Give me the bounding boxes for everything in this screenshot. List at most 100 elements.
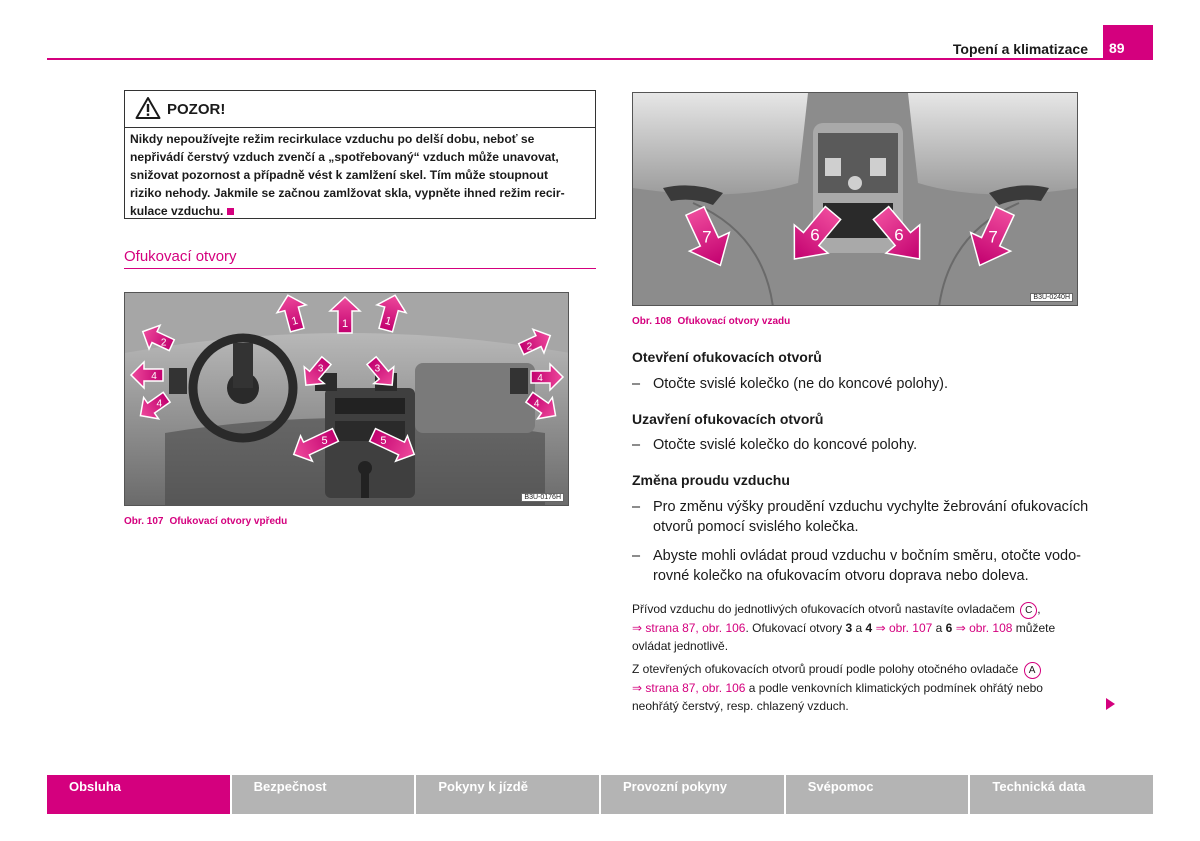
rear-vent-arrow-6-right: 6 [872, 205, 921, 260]
vent-arrow-4-left-a: 4 [129, 360, 164, 390]
warning-title: POZOR! [167, 100, 226, 118]
tab-provozni-pokyny[interactable]: Provozní pokyny [601, 775, 784, 814]
rear-vent-arrow-7-left: 7 [684, 205, 731, 267]
vent-arrow-1-center: 1 [328, 295, 362, 334]
text: neohřátý čerstvý, resp. chlazený vzduch. [632, 699, 849, 713]
vent-label: 7 [988, 227, 997, 246]
cross-reference-link[interactable]: ⇒ obr. 108 [952, 621, 1013, 635]
list-item: – Otočte svislé kolečko do koncové poloh… [632, 435, 1102, 455]
text: Přívod vzduchu do jednotlivých ofukovací… [632, 602, 1015, 616]
vent-label: 4 [151, 371, 157, 382]
text: můžete [1012, 621, 1056, 635]
vent-arrow-1-right: 1 [374, 294, 408, 333]
line: Pro změnu výšky proudění vzduchu vychylt… [653, 499, 1089, 515]
warning-box: POZOR! Nikdy nepoužívejte režim recirkul… [124, 90, 596, 219]
tab-bezpecnost[interactable]: Bezpečnost [231, 775, 415, 814]
dash: – [632, 499, 641, 515]
vent-number: 3 [845, 621, 853, 635]
list-item-text: Otočte svislé kolečko (ne do koncové pol… [653, 376, 948, 392]
vent-label: 3 [318, 364, 324, 375]
text: a [932, 621, 946, 635]
vent-label: 6 [810, 225, 819, 244]
tab-svepomoc[interactable]: Svépomoc [785, 775, 969, 814]
warning-header: POZOR! [125, 91, 595, 128]
caption-number: Obr. 108 [632, 316, 672, 327]
warning-line: nepřivádí čerstvý vzduch zvenčí a „spotř… [130, 150, 559, 164]
list-item: – Abyste mohli ovládat proud vzduchu v b… [632, 546, 1102, 586]
dash: – [632, 548, 641, 564]
list-item-text: Pro změnu výšky proudění vzduchu vychylt… [632, 497, 1102, 537]
figure-108-rear-vents: 7 6 6 7 B3U-0240H [632, 92, 1078, 306]
line: rovné kolečko na ofukovacím otvoru dopra… [653, 568, 1029, 584]
vent-arrow-2-left: 2 [141, 324, 176, 352]
page-number: 89 [1103, 25, 1153, 60]
text: . Ofukovací otvory [745, 621, 846, 635]
vent-arrow-3-right: 3 [365, 355, 395, 386]
text: a [852, 621, 866, 635]
text: ovládat jednotlivě. [632, 639, 729, 653]
vent-arrow-5-right: 5 [368, 427, 416, 463]
text: Z otevřených ofukovacích otvorů proudí p… [632, 662, 1019, 676]
vent-arrow-2-right: 2 [517, 328, 552, 356]
vent-arrow-4-right-a: 4 [530, 362, 565, 392]
vent-label: 1 [342, 318, 348, 330]
warning-line: snižovat pozornost a případně vést k zam… [130, 168, 548, 182]
caption-number: Obr. 107 [124, 516, 164, 527]
list-item-text: Abyste mohli ovládat proud vzduchu v boč… [632, 546, 1102, 586]
section-rule [124, 268, 596, 269]
text: , [1037, 602, 1041, 616]
rear-vent-arrow-6-left: 6 [793, 205, 842, 260]
text: a podle venkovních klimatických podmínek… [745, 681, 1043, 695]
tab-pokyny-k-jizde[interactable]: Pokyny k jízdě [416, 775, 600, 814]
line: Abyste mohli ovládat proud vzduchu v boč… [653, 548, 1081, 564]
vent-label: 4 [534, 398, 540, 409]
vent-label: 7 [702, 227, 711, 246]
caption-text: Ofukovací otvory vzadu [677, 316, 791, 327]
vent-label: 5 [322, 435, 328, 447]
figure-code: B3U-0240H [1030, 293, 1073, 302]
header-title: Topení a klimatizace [952, 41, 1088, 57]
list-item-text: Otočte svislé kolečko do koncové polohy. [653, 437, 918, 453]
warning-line: riziko nehody. Jakmile se začnou zamlžov… [130, 186, 565, 200]
vent-number: 4 [865, 621, 873, 635]
control-c-icon: C [1020, 602, 1038, 619]
vent-label: 2 [527, 341, 533, 352]
paragraph-air-flow: Z otevřených ofukovacích otvorů proudí p… [632, 660, 1102, 715]
subheading-close-vents: Uzavření ofukovacích otvorů [632, 411, 824, 427]
vent-arrow-5-left: 5 [292, 427, 340, 463]
line: otvorů pomocí svislého kolečka. [653, 519, 859, 535]
cross-reference-link[interactable]: ⇒ strana 87, obr. 106 [632, 681, 746, 695]
footer-tabs: Obsluha Bezpečnost Pokyny k jízdě Provoz… [47, 775, 1154, 814]
dash: – [632, 376, 641, 392]
vent-label: 1 [290, 315, 299, 328]
tab-technicka-data[interactable]: Technická data [970, 775, 1154, 814]
tab-obsluha[interactable]: Obsluha [47, 775, 230, 814]
header-rule [47, 58, 1153, 60]
rear-vent-arrow-7-right: 7 [969, 205, 1016, 267]
dash: – [632, 437, 641, 453]
subheading-open-vents: Otevření ofukovacích otvorů [632, 349, 822, 365]
section-title: Ofukovací otvory [124, 248, 237, 265]
figure-107-caption: Obr. 107 Ofukovací otvory vpředu [124, 516, 287, 527]
cross-reference-link[interactable]: ⇒ strana 87, obr. 106 [632, 621, 746, 635]
vent-label: 2 [161, 337, 167, 348]
vent-label: 5 [380, 435, 386, 447]
vent-label: 6 [894, 225, 903, 244]
vent-label: 4 [157, 398, 163, 409]
control-a-icon: A [1023, 662, 1041, 679]
continue-arrow-icon[interactable] [1106, 698, 1115, 710]
warning-line: kulace vzduchu. [130, 202, 589, 220]
subheading-airflow-change: Změna proudu vzduchu [632, 472, 790, 488]
cross-reference-link[interactable]: ⇒ obr. 107 [872, 621, 933, 635]
vent-label: 4 [537, 373, 543, 384]
figure-108-caption: Obr. 108 Ofukovací otvory vzadu [632, 316, 790, 327]
vent-label: 1 [384, 315, 393, 328]
warning-triangle-icon [135, 96, 161, 122]
vent-arrow-1-left: 1 [275, 294, 309, 333]
paragraph-air-supply: Přívod vzduchu do jednotlivých ofukovací… [632, 600, 1102, 655]
vent-number: 6 [945, 621, 953, 635]
vent-label: 3 [375, 364, 381, 375]
end-square-icon [227, 208, 235, 215]
caption-text: Ofukovací otvory vpředu [169, 516, 288, 527]
list-item: – Pro změnu výšky proudění vzduchu vychy… [632, 497, 1102, 537]
